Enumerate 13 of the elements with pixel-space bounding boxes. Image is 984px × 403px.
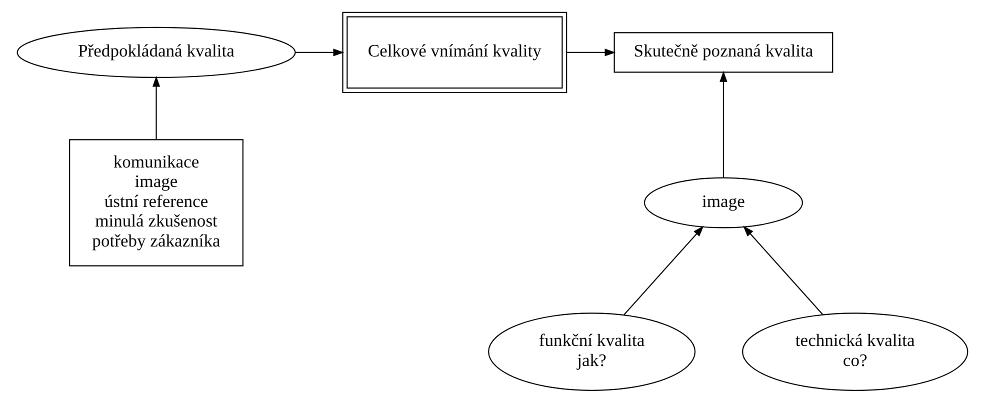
- node-box: komunikace image ústní reference minulá zkušenost potřeby zákazníka: [68, 139, 243, 266]
- arrow: [742, 226, 822, 315]
- node-ellipse: funkční kvalita jak?: [488, 312, 696, 391]
- arrow: [152, 76, 160, 140]
- node-ellipse: image: [643, 177, 802, 228]
- node-ellipse: technická kvalita co?: [742, 312, 968, 391]
- arrow: [623, 226, 704, 316]
- arrow: [566, 48, 616, 56]
- arrow: [294, 48, 344, 56]
- node-ellipse: Předpokládaná kvalita: [16, 26, 296, 78]
- arrow: [719, 70, 727, 178]
- node-box: Skutečně poznaná kvalita: [613, 32, 833, 73]
- node-box: Celkové vnímání kvality: [342, 12, 567, 94]
